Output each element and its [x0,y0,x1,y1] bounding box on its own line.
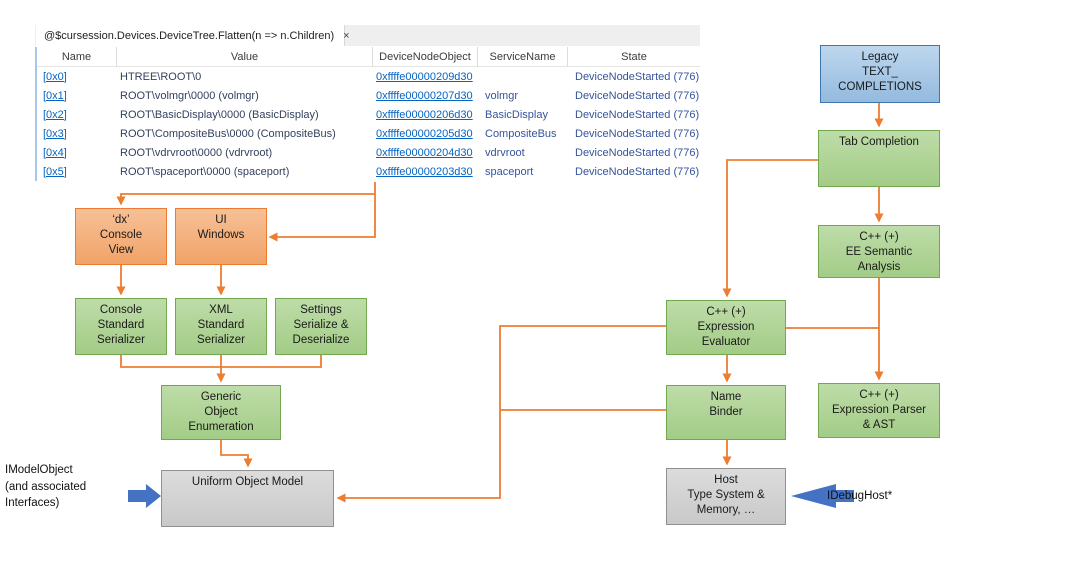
row-name-link: [0x5] [37,162,117,181]
box-settings-serializer: Settings Serialize & Deserialize [275,298,367,355]
node-link[interactable]: 0xffffe00000207d30 [376,89,473,102]
close-icon[interactable]: × [343,29,350,42]
column-header-value[interactable]: Value [117,47,373,67]
row-value: ROOT\spaceport\0000 (spaceport) [120,165,290,178]
row-value: ROOT\volmgr\0000 (volmgr) [120,89,259,102]
node-link[interactable]: 0xffffe00000205d30 [376,127,473,140]
row-value: ROOT\CompositeBus\0000 (CompositeBus) [120,127,336,140]
row-node-link: 0xffffe00000209d30 [373,67,478,86]
row-node-link: 0xffffe00000203d30 [373,162,478,181]
device-tree-table: Name Value DeviceNodeObject ServiceName … [35,47,702,181]
arrow-generic-enum-to-uniform-model [220,440,253,468]
box-console-serializer: Console Standard Serializer [75,298,167,355]
row-service: CompositeBus [485,127,557,140]
arrow-table-to-dx-console [116,193,375,206]
idebughost-label: IDebugHost* [827,490,893,502]
row-service: volmgr [485,89,519,102]
name-link[interactable]: [0x5] [43,165,67,178]
arrow-tab-completion-to-expression-evaluator [722,159,818,298]
row-node-link: 0xffffe00000205d30 [373,124,478,143]
row-state: DeviceNodeStarted (776) [575,108,700,121]
row-name-link: [0x2] [37,105,117,124]
column-header-state[interactable]: State [568,47,700,67]
row-state: DeviceNodeStarted (776) [575,146,700,159]
imodelobject-label: IModelObject (and associated Interfaces) [5,464,87,510]
row-node-link: 0xffffe00000206d30 [373,105,478,124]
node-link[interactable]: 0xffffe00000209d30 [376,70,473,83]
row-state: DeviceNodeStarted (776) [575,165,700,178]
column-header-name[interactable]: Name [37,47,117,67]
row-service: spaceport [485,165,534,178]
row-service: vdrvroot [485,146,525,159]
node-link[interactable]: 0xffffe00000204d30 [376,146,473,159]
tab-strip: @$cursession.Devices.DeviceTree.Flatten(… [35,25,700,46]
box-uniform-object-model: Uniform Object Model [161,470,334,527]
row-service [478,67,568,86]
line-serializer-merge [120,355,322,368]
box-xml-serializer: XML Standard Serializer [175,298,267,355]
row-value: ROOT\BasicDisplay\0000 (BasicDisplay) [120,108,319,121]
box-legacy-completions: Legacy TEXT_ COMPLETIONS [820,45,940,103]
box-ui-windows: UI Windows [175,208,267,265]
row-state: DeviceNodeStarted (776) [575,89,700,102]
name-link[interactable]: [0x0] [43,70,67,83]
name-link[interactable]: [0x1] [43,89,67,102]
row-name-link: [0x0] [37,67,117,86]
box-tab-completion: Tab Completion [818,130,940,187]
row-service: BasicDisplay [485,108,548,121]
name-link[interactable]: [0x3] [43,127,67,140]
row-value: ROOT\vdrvroot\0000 (vdrvroot) [120,146,273,159]
row-state: DeviceNodeStarted (776) [575,70,700,83]
row-name-link: [0x3] [37,124,117,143]
box-dx-console-view: ‘dx’ Console View [75,208,167,265]
arrow-evaluator-to-uniform-model [336,325,666,503]
column-header-servicename[interactable]: ServiceName [478,47,568,67]
arrow-table-to-ui-windows [268,182,376,242]
box-host-type-system: Host Type System & Memory, … [666,468,786,525]
box-expression-parser: C++ (+) Expression Parser & AST [818,383,940,438]
device-tree-tab[interactable]: @$cursession.Devices.DeviceTree.Flatten(… [36,25,350,46]
row-node-link: 0xffffe00000207d30 [373,86,478,105]
row-name-link: [0x1] [37,86,117,105]
box-ee-semantic-analysis: C++ (+) EE Semantic Analysis [818,225,940,278]
node-link[interactable]: 0xffffe00000203d30 [376,165,473,178]
name-link[interactable]: [0x4] [43,146,67,159]
box-name-binder: Name Binder [666,385,786,440]
column-header-devicenodeobject[interactable]: DeviceNodeObject [373,47,478,67]
row-value: HTREE\ROOT\0 [120,70,202,83]
box-expression-evaluator: C++ (+) Expression Evaluator [666,300,786,355]
row-node-link: 0xffffe00000204d30 [373,143,478,162]
row-state: DeviceNodeStarted (776) [575,127,700,140]
box-generic-enumeration: Generic Object Enumeration [161,385,281,440]
node-link[interactable]: 0xffffe00000206d30 [376,108,473,121]
name-link[interactable]: [0x2] [43,108,67,121]
row-name-link: [0x4] [37,143,117,162]
tab-title: @$cursession.Devices.DeviceTree.Flatten(… [44,29,335,42]
